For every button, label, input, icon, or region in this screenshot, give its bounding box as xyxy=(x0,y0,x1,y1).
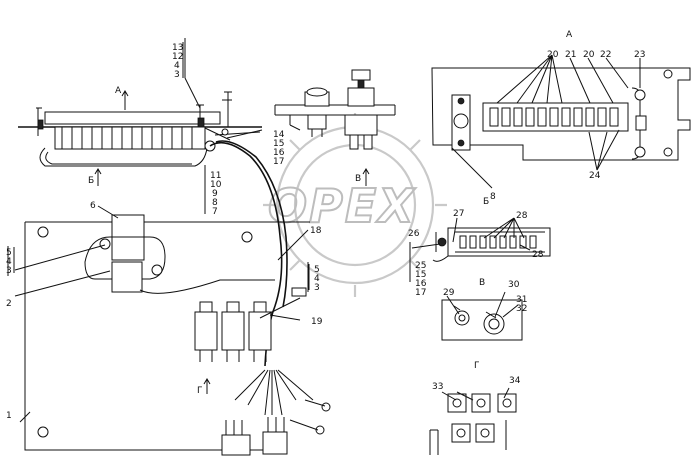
arrow-label-v: В xyxy=(355,174,361,184)
stack-view-b-left-0: 25 xyxy=(415,261,426,271)
relay-block-19 xyxy=(194,287,307,362)
stack-mid-4: 7 xyxy=(212,207,218,217)
stack-left-plate: 5 4 3 xyxy=(6,248,12,276)
callout-2: 2 xyxy=(6,299,12,309)
callout-20a: 20 xyxy=(547,50,559,60)
callout-33: 33 xyxy=(432,382,443,392)
arrow-label-g: Г xyxy=(197,386,203,396)
stack-mid-2: 9 xyxy=(212,189,218,199)
callout-8: 8 xyxy=(490,192,496,202)
stack-right-upper-1: 15 xyxy=(273,139,284,149)
stack-right-upper: 14 15 16 17 xyxy=(273,130,285,167)
view-arrows: А Б В Г xyxy=(88,86,370,396)
stack-view-b-left-2: 16 xyxy=(415,279,427,289)
harness-18 xyxy=(209,140,331,435)
stack-harness: 5 4 3 xyxy=(314,265,320,293)
stack-mid: 11 10 9 8 7 xyxy=(210,171,222,217)
callout-1: 1 xyxy=(6,411,12,421)
callout-18: 18 xyxy=(310,226,322,236)
watermark-text: OPEX xyxy=(268,179,416,233)
view-g-cluster xyxy=(429,393,517,455)
stack-view-b-left-3: 17 xyxy=(415,288,426,298)
stack-top-left-2: 4 xyxy=(174,61,180,71)
stack-view-b-left-1: 15 xyxy=(415,270,426,280)
stack-right-upper-0: 14 xyxy=(273,130,285,140)
connectors-bottom xyxy=(221,417,288,456)
callout-32: 32 xyxy=(516,304,527,314)
stack-view-b-left: 25 15 16 17 xyxy=(415,261,427,298)
stack-mid-0: 11 xyxy=(210,171,221,181)
callout-27: 27 xyxy=(453,209,464,219)
view-title-g: Г xyxy=(474,361,480,371)
callout-28b: 28 xyxy=(532,250,544,260)
view-b-fuse-block xyxy=(432,227,551,262)
view-v-plate xyxy=(441,299,523,341)
leader-lines xyxy=(7,38,641,423)
callout-34: 34 xyxy=(509,376,521,386)
callout-6: 6 xyxy=(90,201,96,211)
stack-harness-1: 4 xyxy=(314,274,320,284)
stack-harness-0: 5 xyxy=(314,265,320,275)
stack-right-upper-3: 17 xyxy=(273,157,284,167)
callout-24: 24 xyxy=(589,171,601,181)
stack-right-upper-2: 16 xyxy=(273,148,285,158)
stack-mid-1: 10 xyxy=(210,180,222,190)
callout-22: 22 xyxy=(600,50,611,60)
stack-left-plate-1: 4 xyxy=(6,257,12,267)
view-title-a: А xyxy=(566,30,573,40)
callout-20b: 20 xyxy=(583,50,595,60)
fuse-block-top-left xyxy=(18,91,262,167)
stack-left-plate-2: 3 xyxy=(6,266,12,276)
stack-top-left-0: 13 xyxy=(172,43,183,53)
callout-29: 29 xyxy=(443,288,455,298)
view-title-b: Б xyxy=(483,197,489,207)
callout-21: 21 xyxy=(565,50,576,60)
callout-31: 31 xyxy=(516,295,527,305)
stack-dividers xyxy=(13,42,310,290)
arrow-label-b: Б xyxy=(88,176,94,186)
stack-left-plate-0: 5 xyxy=(6,248,12,258)
callouts: 1 2 6 8 18 19 20 21 20 22 23 24 26 27 28… xyxy=(6,50,645,421)
view-a-panel xyxy=(431,67,691,161)
view-title-v: В xyxy=(479,278,485,288)
stack-mid-3: 8 xyxy=(212,198,218,208)
callout-26: 26 xyxy=(408,229,420,239)
callout-28a: 28 xyxy=(516,211,528,221)
relay-6 xyxy=(84,214,275,294)
stack-harness-2: 3 xyxy=(314,283,320,293)
stack-top-left-3: 3 xyxy=(174,70,180,80)
callout-19: 19 xyxy=(311,317,323,327)
arrow-label-a: А xyxy=(115,86,122,96)
switch-panel-top xyxy=(274,69,396,150)
stack-top-left-1: 12 xyxy=(172,52,183,62)
stack-top-left: 13 12 4 3 xyxy=(172,43,183,80)
callout-30: 30 xyxy=(508,280,520,290)
callout-23: 23 xyxy=(634,50,645,60)
